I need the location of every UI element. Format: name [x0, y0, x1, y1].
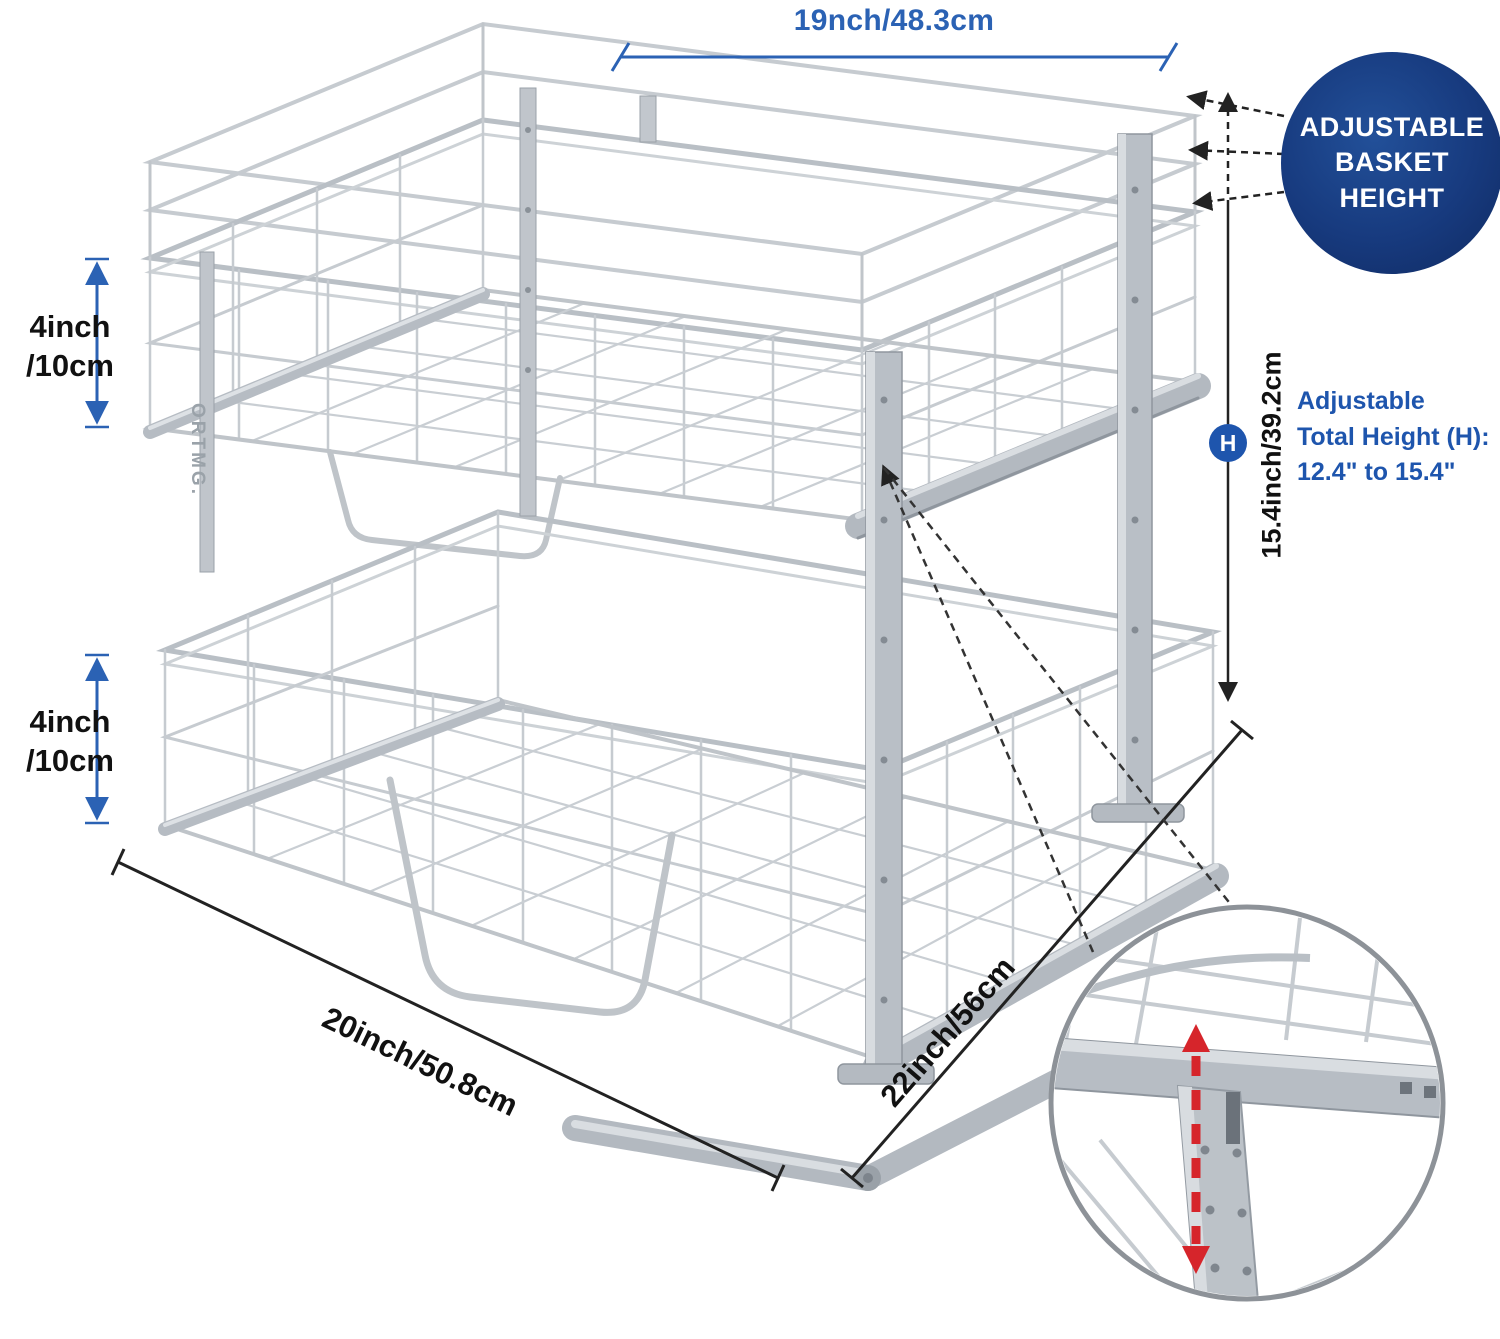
adjustable-basket-height-badge: ADJUSTABLE BASKET HEIGHT — [1281, 52, 1500, 274]
badge-line-2: BASKET — [1334, 147, 1449, 178]
lower-basket-height-dimension-line — [85, 653, 109, 825]
note-line-2: Total Height (H): — [1297, 422, 1490, 451]
adjustable-level-arrows — [1186, 90, 1285, 211]
note-line-3: 12.4" to 15.4" — [1297, 458, 1456, 486]
lower-basket-height-line-1: 4inch — [29, 704, 111, 739]
lower-basket-handle-wire — [386, 776, 676, 1016]
upper-basket-wireframe — [140, 21, 1205, 560]
upper-basket-height-label: 4inch /10cm — [18, 308, 122, 386]
adjustable-total-height-note: Adjustable Total Height (H): 12.4" to 15… — [1297, 384, 1490, 491]
badge-line-3: HEIGHT — [1339, 182, 1445, 213]
badge-line-1: ADJUSTABLE — [1299, 112, 1485, 143]
top-width-dimension-line — [610, 42, 1179, 72]
height-adjust-arrow — [1182, 1024, 1210, 1274]
upper-basket-height-line-2: /10cm — [26, 347, 114, 383]
lower-basket-rails — [158, 697, 1229, 1079]
lower-basket-height-line-2: /10cm — [26, 742, 114, 778]
h-badge: H — [1209, 424, 1247, 462]
bottom-width-dimension-line — [110, 848, 786, 1192]
lower-basket-wireframe — [155, 509, 1223, 1063]
upper-basket-height-line-1: 4inch — [29, 309, 111, 344]
note-line-1: Adjustable — [1297, 387, 1425, 415]
detail-callout-lines — [881, 464, 1233, 953]
detail-inset — [1048, 904, 1446, 1302]
lower-basket-height-label: 4inch /10cm — [18, 703, 122, 781]
top-width-dimension-label: 19nch/48.3cm — [793, 4, 995, 37]
depth-dimension-line — [840, 719, 1254, 1189]
total-height-dimension-label: 15.4inch/39.2cm — [1256, 351, 1287, 559]
rail-brand-text: ORTMG. — [187, 403, 208, 497]
upper-basket-height-dimension-line — [85, 257, 109, 429]
